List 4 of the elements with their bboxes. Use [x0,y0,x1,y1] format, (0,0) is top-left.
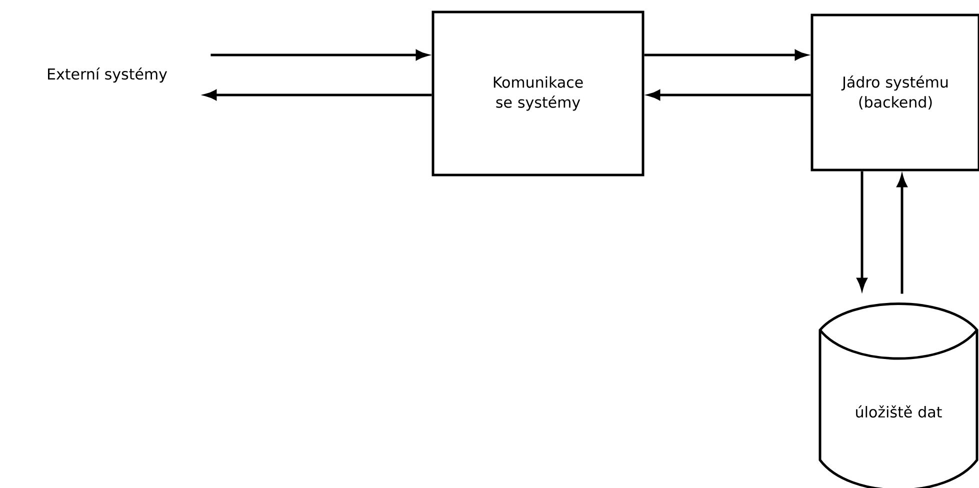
process-box: Jádro systému (backend) [810,14,979,172]
node-label: Externí systémy [48,67,167,83]
storage-cylinder: úložiště dat [818,302,978,488]
process-box: Komunikace se systémy [432,10,644,176]
